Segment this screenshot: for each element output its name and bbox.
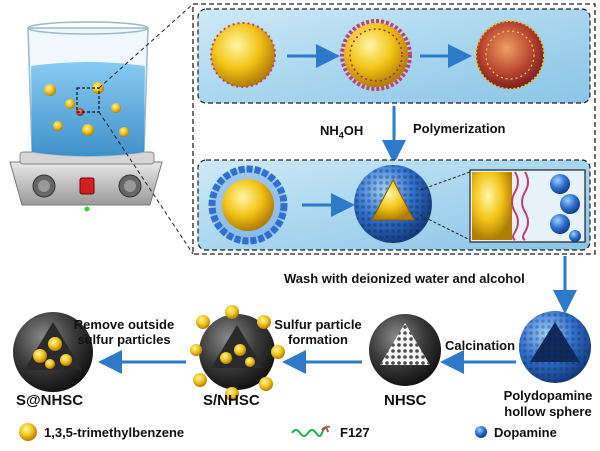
s-nhsc-label: S/NHSC — [203, 392, 260, 409]
interface-zoom-inset — [469, 169, 586, 243]
polydopamine-hollow-sphere — [519, 311, 591, 383]
polydopamine-shell-cutaway — [354, 165, 432, 243]
nhsc-sphere — [369, 314, 441, 386]
stirrer-switch-icon — [79, 177, 95, 195]
nh4oh-label: NH4OH — [320, 123, 364, 141]
f127-legend-icon — [291, 425, 331, 437]
s-at-nhsc-sphere — [13, 312, 93, 392]
dopamine-adsorbed-micelle — [475, 20, 545, 90]
pda-hollow-sphere-label: Polydopamine hollow sphere — [503, 388, 593, 419]
beaker-icon — [27, 21, 149, 157]
s-at-nhsc-label: S@NHSC — [16, 392, 84, 409]
remove-sulfur-label: Remove outside sulfur particles — [73, 317, 175, 347]
tmb-legend-icon — [19, 423, 37, 441]
nhsc-label: NHSC — [384, 392, 427, 409]
f127-legend-label: F127 — [340, 425, 370, 440]
polydopamine-coated-micelle — [208, 165, 288, 245]
wash-label: Wash with deionized water and alcohol — [284, 271, 525, 286]
tmb-legend-label: 1,3,5-trimethylbenzene — [44, 425, 185, 440]
dopamine-legend-icon — [475, 426, 487, 438]
calcination-label: Calcination — [445, 338, 516, 353]
f127-micelle — [340, 19, 412, 91]
tmb-droplet-with-f127 — [210, 22, 276, 88]
polymerization-panel — [197, 159, 591, 251]
s-nhsc-sphere — [190, 305, 285, 401]
micelle-formation-panel — [197, 8, 591, 104]
polymerization-label: Polymerization — [413, 121, 506, 136]
sulfur-formation-label: Sulfur particle formation — [274, 317, 362, 347]
magnetic-stirrer — [9, 151, 163, 212]
zoom-frame — [192, 3, 596, 255]
dopamine-legend-label: Dopamine — [494, 425, 557, 440]
